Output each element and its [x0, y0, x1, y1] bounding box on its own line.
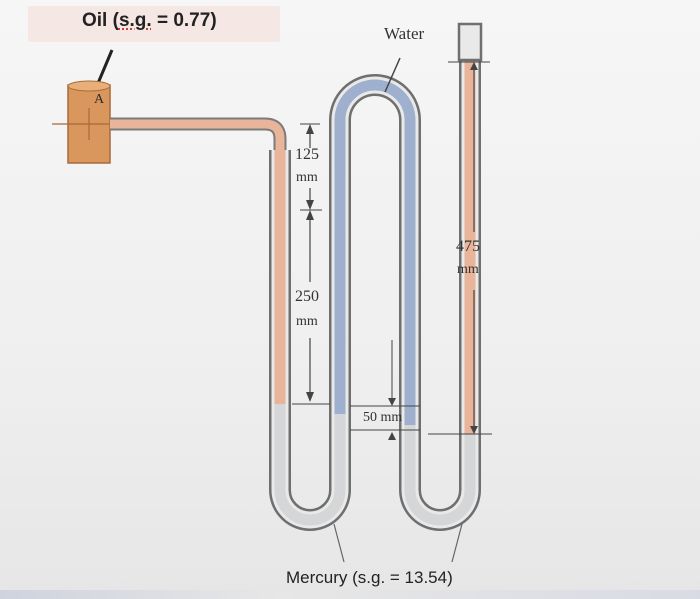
dim-50-label: 50 mm	[363, 410, 403, 425]
dim-475-arrow-down	[470, 426, 478, 434]
dim-125-arrow-up	[306, 124, 314, 134]
manometer-tube-inner	[271, 26, 479, 529]
manometer-tube-outline	[269, 26, 481, 531]
mercury-leader-right	[451, 523, 463, 563]
oil-connector-fill	[110, 119, 285, 150]
dim-250-arrow-down	[306, 392, 314, 402]
dim-475-unit: mm	[457, 262, 479, 277]
open-tube-top	[457, 22, 483, 62]
dim-475-arrow-up	[470, 62, 478, 70]
oil-label-highlight	[28, 6, 280, 42]
dim-250-unit: mm	[296, 314, 318, 329]
oil-specific-gravity-label: Oil (s.g. = 0.77)	[82, 10, 217, 31]
screen-bezel-strip	[0, 590, 700, 599]
dim-50-arrow-up	[388, 432, 396, 440]
water-label: Water	[384, 24, 425, 43]
water-leader-line	[384, 57, 401, 93]
dim-125-unit: mm	[296, 170, 318, 185]
dim-250-value: 250	[295, 288, 319, 305]
dim-250-arrow-up	[306, 210, 314, 220]
dim-50-arrow-down	[388, 398, 396, 406]
dim-125-arrow-down	[306, 200, 314, 210]
dim-475-value: 475	[456, 238, 480, 255]
dim-125-value: 125	[295, 146, 319, 163]
mercury-specific-gravity-label: Mercury (s.g. = 13.54)	[286, 568, 453, 587]
mercury-column-first-u	[274, 404, 346, 526]
pipe-a-top	[67, 80, 111, 92]
mercury-leader-left	[333, 523, 345, 563]
point-a-label: A	[94, 92, 105, 107]
mercury-column-second-u	[404, 425, 476, 526]
water-column	[334, 79, 416, 425]
oil-sg-abbrev: s.g.	[118, 10, 152, 31]
